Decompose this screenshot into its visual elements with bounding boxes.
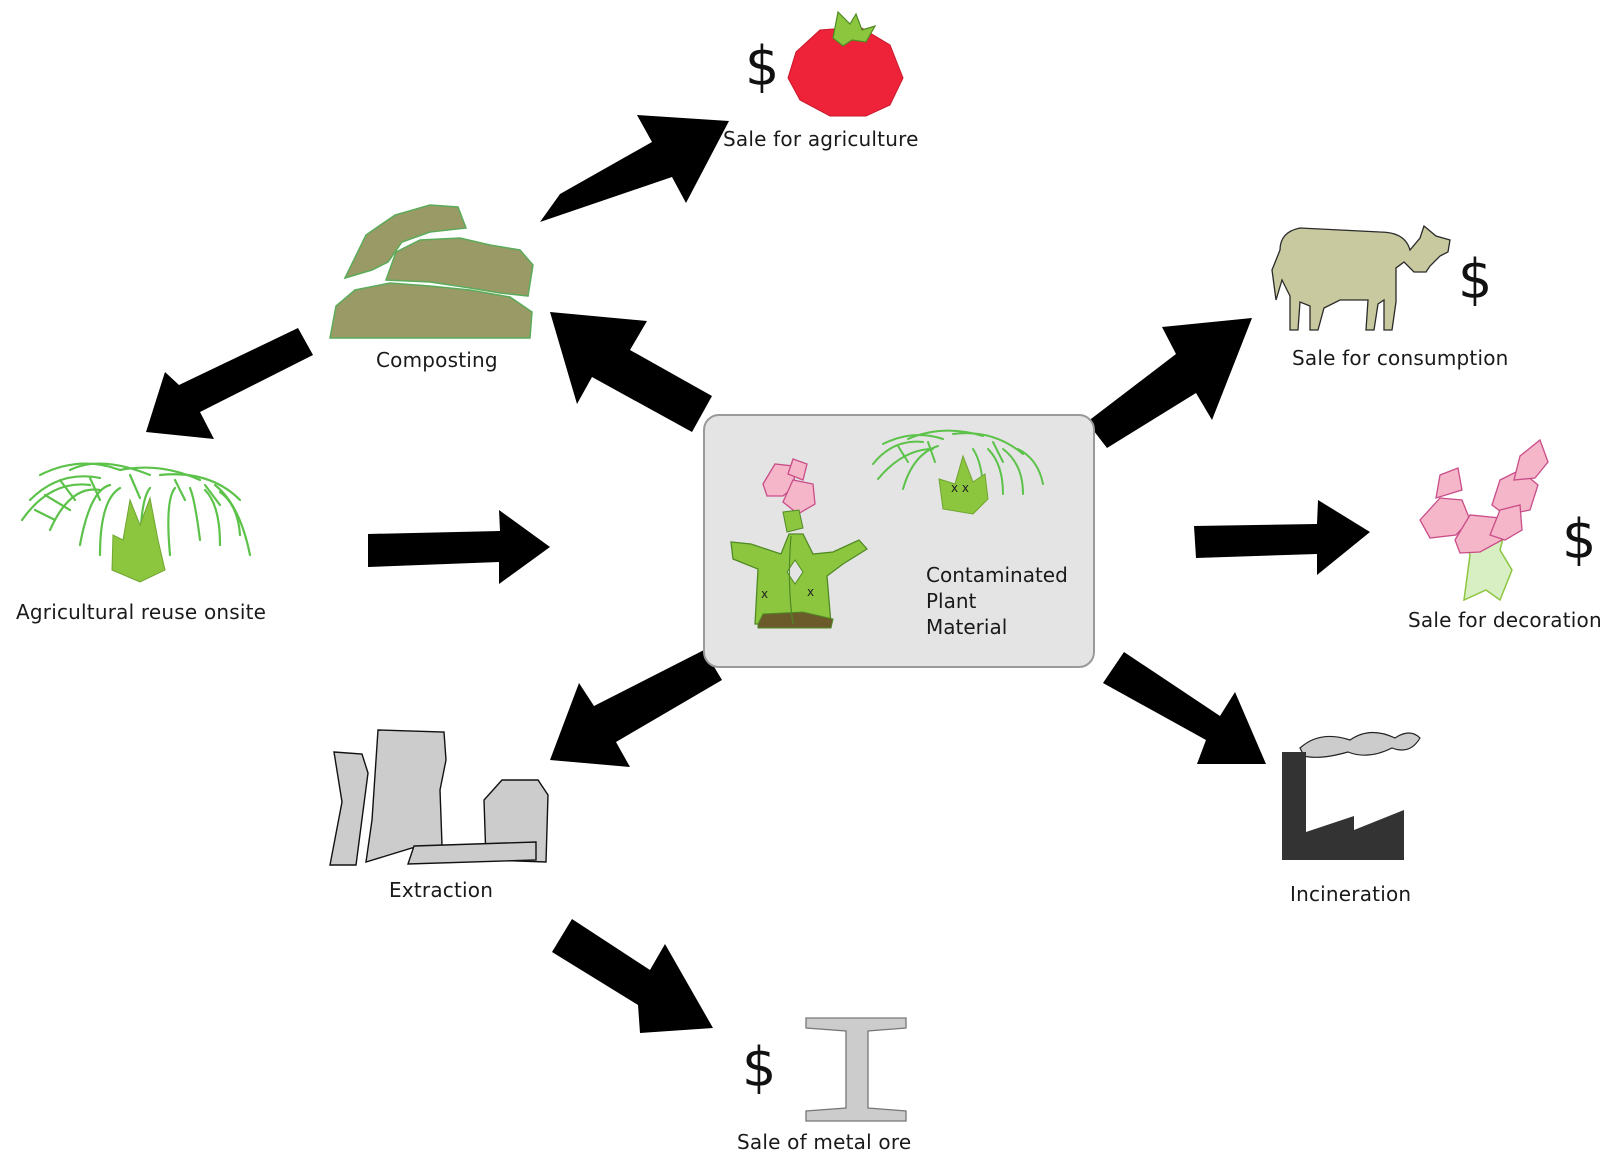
svg-text:x: x <box>761 587 768 601</box>
dollar-icon-agriculture: $ <box>745 35 780 98</box>
fern-plant-icon <box>20 462 252 557</box>
dollar-icon-decoration: $ <box>1562 508 1597 571</box>
label-agricultural-reuse: Agricultural reuse onsite <box>16 600 267 624</box>
label-sale-decoration: Sale for decoration <box>1408 608 1602 632</box>
extraction-plant-icon <box>329 729 549 866</box>
label-incineration: Incineration <box>1290 882 1412 906</box>
arrow-extraction-to-sale-metal <box>552 919 713 1033</box>
arrow-agricultural-reuse-to-center <box>368 510 550 584</box>
arrow-composting-to-sale-agriculture <box>540 115 729 222</box>
svg-text:x x: x x <box>951 481 969 495</box>
dollar-icon-metal: $ <box>742 1036 777 1099</box>
arrow-to-extraction <box>550 650 722 767</box>
label-sale-consumption: Sale for consumption <box>1292 346 1509 370</box>
svg-text:x: x <box>807 585 814 599</box>
label-sale-agriculture: Sale for agriculture <box>723 127 919 151</box>
label-extraction: Extraction <box>389 878 494 902</box>
dollar-icon-consumption: $ <box>1458 248 1493 311</box>
arrow-to-sale-decoration <box>1194 500 1370 575</box>
center-label-line-2: Plant <box>926 589 977 613</box>
center-label: Contaminated Plant Material <box>926 562 1068 640</box>
label-sale-metal-ore: Sale of metal ore <box>737 1130 912 1154</box>
label-composting: Composting <box>376 348 498 372</box>
arrows <box>146 115 1370 1033</box>
factory-icon <box>1282 731 1421 860</box>
arrow-to-sale-consumption <box>1087 318 1252 448</box>
center-flower-icon <box>762 458 816 515</box>
center-plant-body-icon: x x <box>730 509 868 629</box>
center-label-line-3: Material <box>926 615 1008 639</box>
green-plant-icon <box>111 496 166 583</box>
flowers-icon <box>1419 438 1549 602</box>
arrow-to-composting <box>550 312 712 432</box>
i-beam-icon <box>805 1017 907 1122</box>
cow-icon <box>1271 224 1451 331</box>
center-illustrations: x x x x <box>730 429 1044 629</box>
center-wilted-plant-icon <box>938 454 989 515</box>
compost-icon <box>329 204 534 339</box>
arrow-composting-to-agricultural-reuse <box>146 328 313 439</box>
center-label-line-1: Contaminated <box>926 563 1068 587</box>
tomato-icon <box>787 10 904 117</box>
arrow-to-incineration <box>1103 652 1266 764</box>
